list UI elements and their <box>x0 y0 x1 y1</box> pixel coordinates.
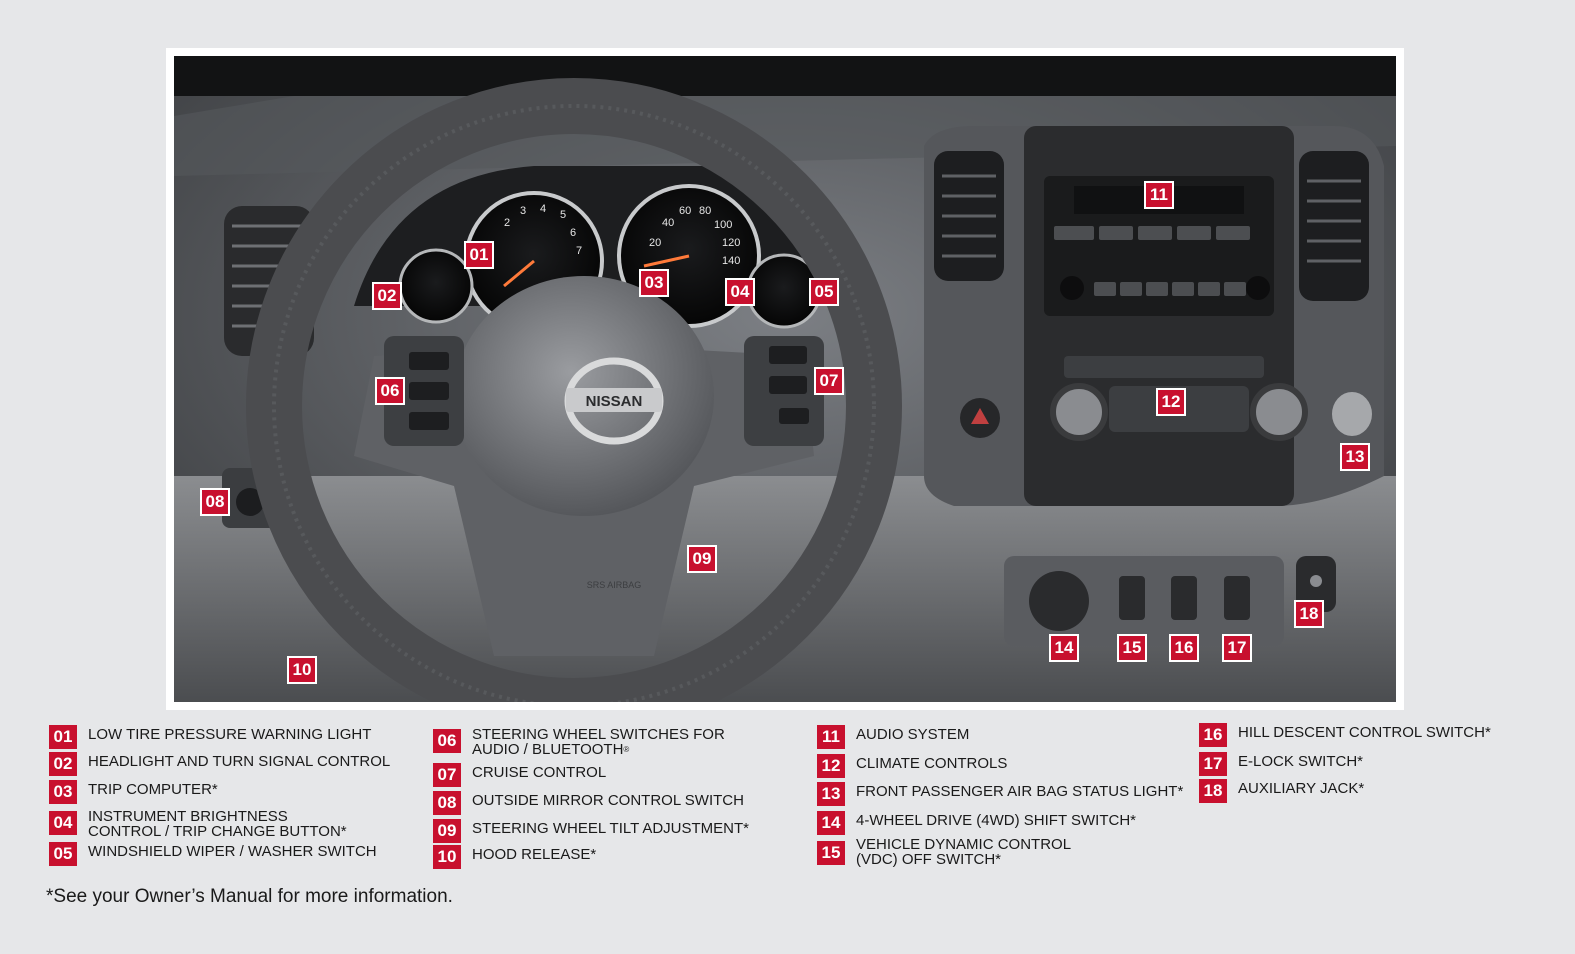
svg-text:2: 2 <box>504 217 510 229</box>
nissan-emblem-text: NISSAN <box>586 393 643 410</box>
legend-badge: 13 <box>817 782 845 806</box>
callout-10: 10 <box>287 656 317 684</box>
legend-label: STEERING WHEEL TILT ADJUSTMENT* <box>472 820 749 837</box>
legend-badge: 16 <box>1199 723 1227 747</box>
srs-airbag-text: SRS AIRBAG <box>587 580 642 590</box>
callout-05: 05 <box>809 278 839 306</box>
legend-label: INSTRUMENT BRIGHTNESS CONTROL / TRIP CHA… <box>88 808 347 840</box>
legend-label: AUXILIARY JACK* <box>1238 780 1365 797</box>
legend-badge: 12 <box>817 754 845 778</box>
svg-text:4: 4 <box>540 203 546 215</box>
legend-label: LOW TIRE PRESSURE WARNING LIGHT <box>88 726 372 743</box>
legend-label-main: STEERING WHEEL SWITCHES FOR AUDIO / BLUE… <box>472 726 725 758</box>
svg-text:60: 60 <box>679 205 691 217</box>
legend-badge: 11 <box>817 725 845 749</box>
callout-12: 12 <box>1156 388 1186 416</box>
dashboard-illustration: 23 4 567 40 60 80 100 120 140 20 NISSAN SRS A… <box>174 56 1396 702</box>
svg-text:5: 5 <box>560 209 566 221</box>
legend-badge: 04 <box>49 811 77 835</box>
callout-07: 07 <box>814 367 844 395</box>
legend-label: 4-WHEEL DRIVE (4WD) SHIFT SWITCH* <box>856 812 1137 829</box>
svg-text:80: 80 <box>699 205 711 217</box>
legend-label: OUTSIDE MIRROR CONTROL SWITCH <box>472 792 744 809</box>
callout-14: 14 <box>1049 634 1079 662</box>
legend-badge: 18 <box>1199 779 1227 803</box>
legend-label: HILL DESCENT CONTROL SWITCH* <box>1238 724 1491 741</box>
svg-text:3: 3 <box>520 205 526 217</box>
legend-label: HEADLIGHT AND TURN SIGNAL CONTROL <box>88 753 391 770</box>
registered-mark: ® <box>623 745 630 754</box>
legend-badge: 09 <box>433 819 461 843</box>
svg-text:120: 120 <box>722 237 740 249</box>
legend-label: CRUISE CONTROL <box>472 764 607 781</box>
legend: 01 LOW TIRE PRESSURE WARNING LIGHT 02 HE… <box>0 723 1575 883</box>
svg-text:140: 140 <box>722 255 740 267</box>
legend-label: TRIP COMPUTER* <box>88 781 218 798</box>
callout-04: 04 <box>725 278 755 306</box>
svg-text:100: 100 <box>714 219 732 231</box>
callout-15: 15 <box>1117 634 1147 662</box>
legend-label: WINDSHIELD WIPER / WASHER SWITCH <box>88 843 377 860</box>
legend-badge: 07 <box>433 763 461 787</box>
legend-badge: 02 <box>49 752 77 776</box>
legend-label: CLIMATE CONTROLS <box>856 755 1008 772</box>
callout-16: 16 <box>1169 634 1199 662</box>
legend-badge: 03 <box>49 780 77 804</box>
svg-text:7: 7 <box>576 245 582 257</box>
legend-badge: 01 <box>49 725 77 749</box>
svg-text:6: 6 <box>570 227 576 239</box>
svg-text:40: 40 <box>662 217 674 229</box>
legend-badge: 14 <box>817 811 845 835</box>
callout-11: 11 <box>1144 181 1174 209</box>
legend-badge: 06 <box>433 729 461 753</box>
legend-badge: 15 <box>817 841 845 865</box>
svg-text:20: 20 <box>649 237 661 249</box>
legend-label: VEHICLE DYNAMIC CONTROL (VDC) OFF SWITCH… <box>856 836 1072 868</box>
callout-08: 08 <box>200 488 230 516</box>
legend-label: AUDIO SYSTEM <box>856 726 970 743</box>
legend-badge: 05 <box>49 842 77 866</box>
callout-17: 17 <box>1222 634 1252 662</box>
callout-13: 13 <box>1340 443 1370 471</box>
callout-02: 02 <box>372 282 402 310</box>
callout-18: 18 <box>1294 600 1324 628</box>
legend-badge: 10 <box>433 845 461 869</box>
callout-06: 06 <box>375 377 405 405</box>
legend-label: E-LOCK SWITCH* <box>1238 753 1364 770</box>
legend-badge: 08 <box>433 791 461 815</box>
callout-09: 09 <box>687 545 717 573</box>
footnote: *See your Owner’s Manual for more inform… <box>46 886 453 907</box>
legend-badge: 17 <box>1199 752 1227 776</box>
legend-label: HOOD RELEASE* <box>472 846 597 863</box>
legend-label: FRONT PASSENGER AIR BAG STATUS LIGHT* <box>856 783 1184 800</box>
callout-03: 03 <box>639 269 669 297</box>
legend-label: STEERING WHEEL SWITCHES FOR AUDIO / BLUE… <box>472 727 812 757</box>
callout-01: 01 <box>464 241 494 269</box>
